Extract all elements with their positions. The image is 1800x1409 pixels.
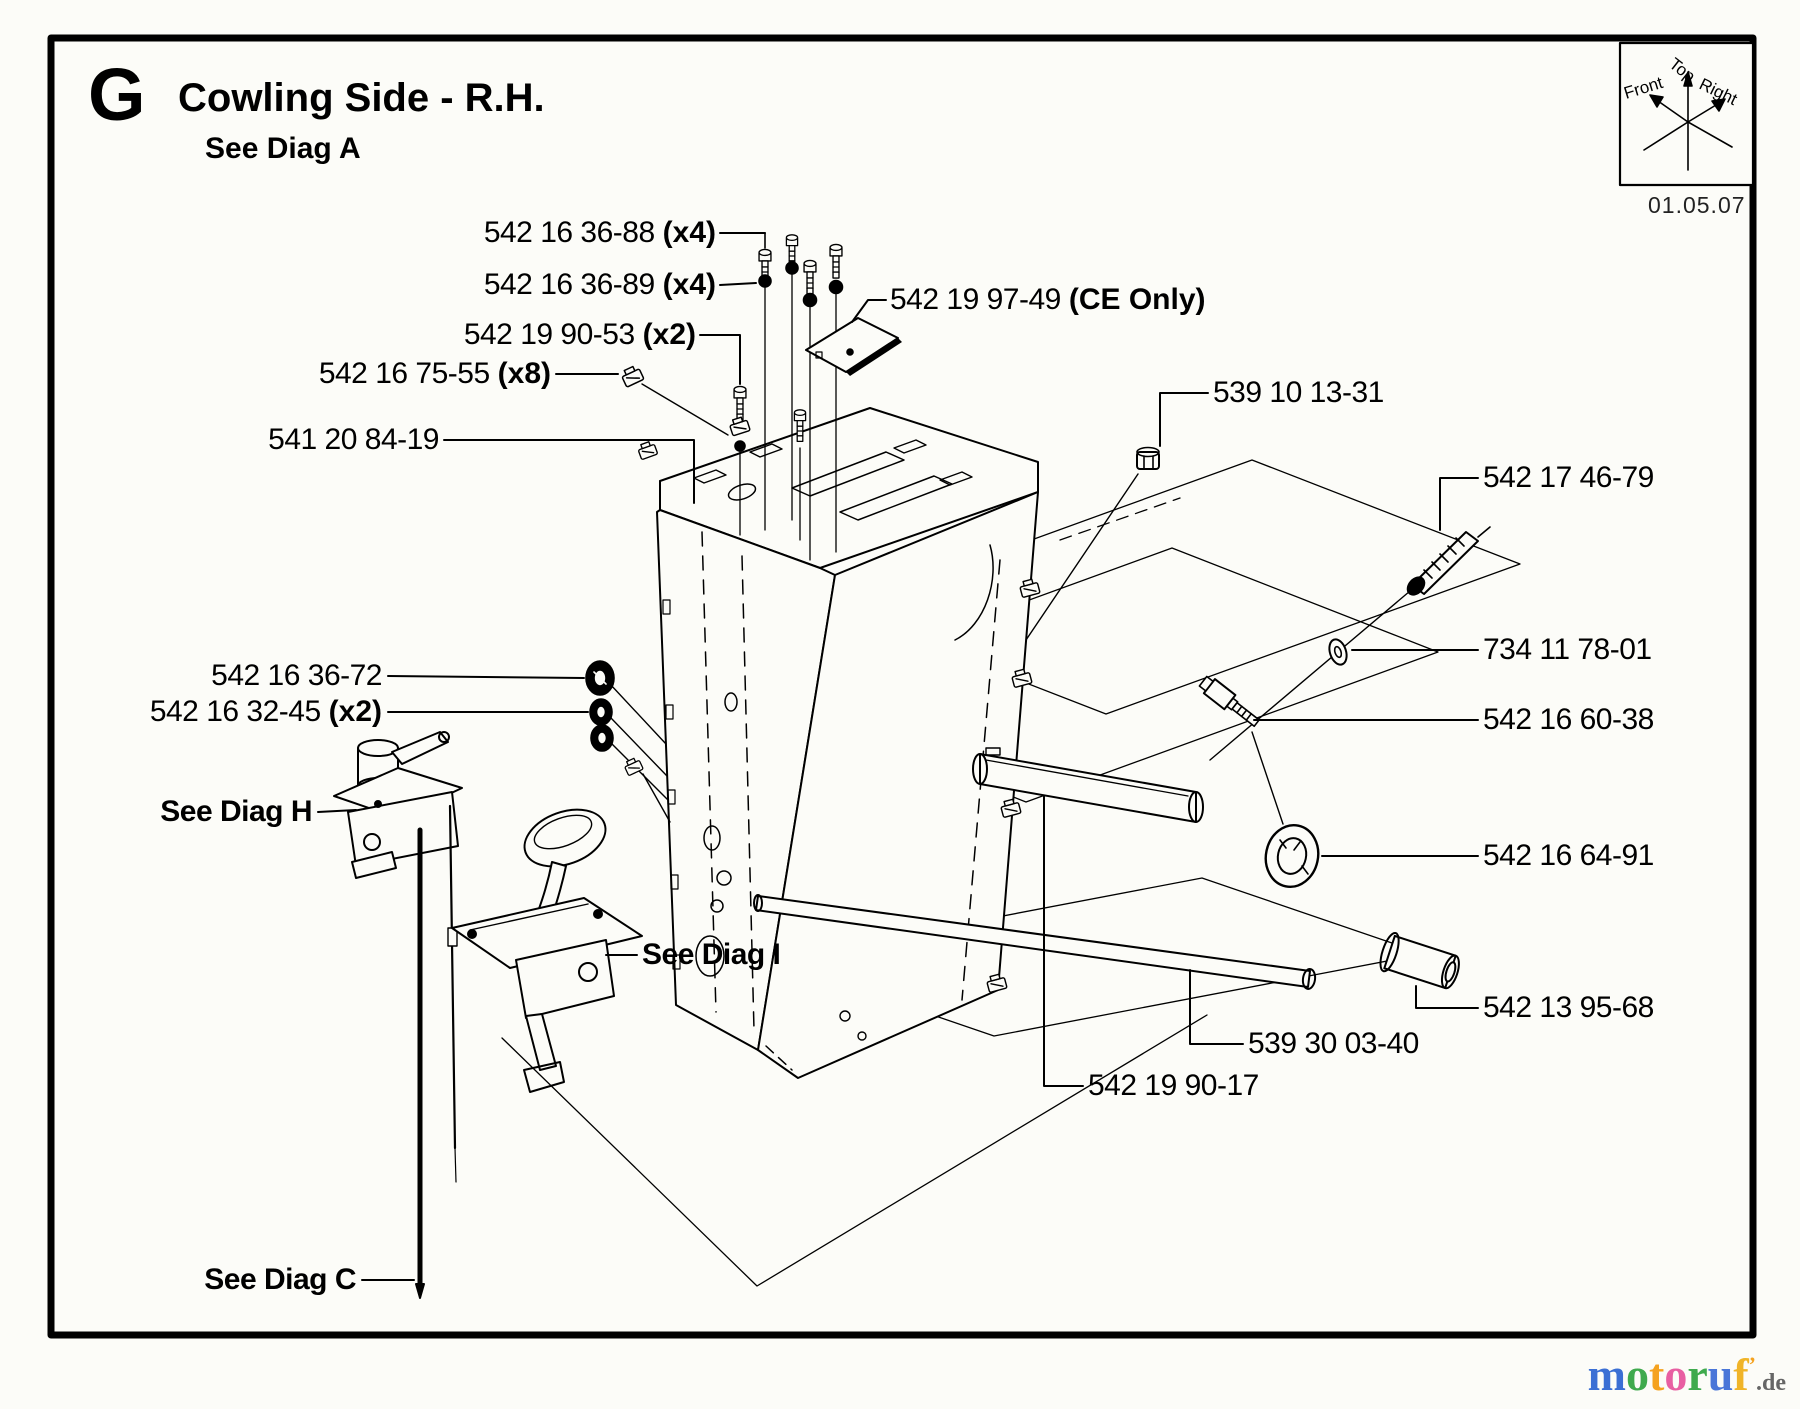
see-diag-c-label: See Diag C [204,1263,356,1296]
rod-and-bushing [753,894,1460,990]
part-label-542-16-32-45: 542 16 32-45(x2) [149,695,382,728]
see-diag-h-label: See Diag H [160,795,312,828]
grommets [585,660,671,823]
nut-539-10-13-31 [1025,446,1160,641]
watermark-letter: f [1733,1349,1749,1400]
see-diag-a-note: See Diag A [205,132,361,165]
part-label-542-16-36-89: 542 16 36-89(x4) [483,268,716,301]
watermark-letter: o [1626,1349,1649,1400]
part-label-542-19-90-17: 542 19 90-17 [1088,1069,1259,1102]
watermark-letter: r [1687,1349,1708,1400]
watermark-tick: ’ [1748,1352,1756,1377]
part-label-542-19-90-53: 542 19 90-53(x2) [463,318,696,351]
part-label-542-13-95-68: 542 13 95-68 [1483,991,1654,1024]
cowling-panel [635,407,1041,1079]
watermark-letter: o [1664,1349,1688,1400]
part-label-542-16-60-38: 542 16 60-38 [1483,703,1654,736]
page-title: Cowling Side - R.H. [178,76,545,120]
watermark-letter: u [1707,1349,1734,1400]
part-label-734-11-78-01: 734 11 78-01 [1483,633,1652,666]
leader-lines [317,232,1479,1281]
motoruf-watermark: motoruf’.de [1588,1352,1786,1398]
part-label-539-30-03-40: 539 30 03-40 [1248,1027,1419,1060]
part-label-542-16-64-91: 542 16 64-91 [1483,839,1654,872]
part-label-542-16-36-88: 542 16 36-88(x4) [483,216,716,249]
part-label-539-10-13-31: 539 10 13-31 [1213,376,1384,409]
date-stamp: 01.05.07 [1648,192,1746,218]
part-label-542-19-97-49: 542 19 97-49(CE Only) [890,283,1206,316]
part-label-541-20-84-19: 541 20 84-19 [268,423,439,456]
ce-plate-assembly [802,243,902,561]
page-border [47,34,1757,1339]
tube-542-19-90-17 [972,747,1204,823]
diag-i-shifter [451,808,643,1093]
diag-h-bracket [333,731,463,1299]
top-screws [727,232,807,541]
clip-75-55 [619,363,729,436]
orientation-compass: Top Front Right [1618,41,1755,187]
bolt-and-oring [1198,675,1320,889]
watermark-letter: m [1587,1349,1626,1400]
see-diag-i-label: See Diag I [642,938,781,971]
watermark-domain-suffix: .de [1756,1370,1786,1396]
section-letter: G [88,53,147,136]
part-label-542-17-46-79: 542 17 46-79 [1483,461,1654,494]
part-label-542-16-75-55: 542 16 75-55(x8) [318,357,551,390]
watermark-letter: t [1649,1349,1665,1400]
part-label-542-16-36-72: 542 16 36-72 [211,659,382,692]
